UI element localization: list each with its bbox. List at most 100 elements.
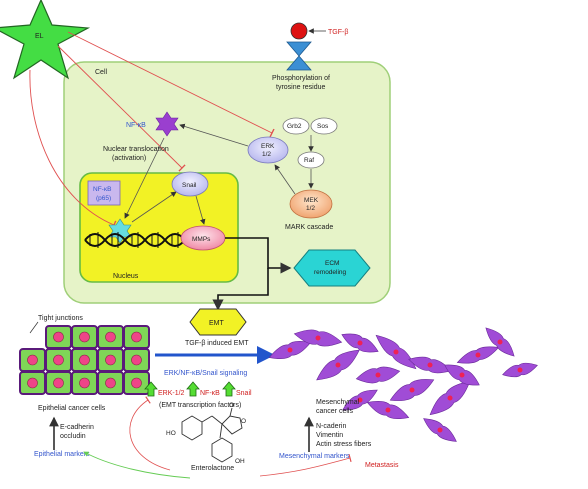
- erk-up-arrow: [144, 381, 158, 397]
- ecm-label-2: remodeling: [314, 269, 347, 276]
- sos-label: Sos: [317, 123, 329, 130]
- epithelial-nucleus: [105, 331, 116, 343]
- el-to-erk-inhibition: [67, 31, 275, 138]
- mesenchymal-nucleus: [409, 387, 415, 393]
- mesenchymal-nucleus: [447, 395, 453, 401]
- el-to-snail-inhibition: [57, 45, 186, 172]
- epithelial-cancer-cells-label: Epithelial cancer cells: [38, 405, 106, 412]
- el-promote-epithelial-curve: [83, 451, 191, 479]
- el-to-nfkb-inhibition: [29, 69, 117, 230]
- enterolactone-label: Enterolactone: [191, 465, 234, 472]
- tight-junctions-label: Tight junctions: [38, 315, 83, 322]
- el-star: [0, 0, 91, 80]
- occludin-label: occludin: [60, 433, 86, 440]
- actin-label: Actin stress fibers: [316, 441, 372, 448]
- epithelial-cells: [19, 325, 150, 395]
- mesenchymal-nucleus: [357, 397, 363, 403]
- mesenchymal-nucleus: [335, 362, 341, 368]
- erk-label: ERK: [261, 143, 275, 150]
- tgfb-label: TGF-β: [328, 29, 348, 36]
- mesenchymal-label: Mesenchymal: [316, 399, 360, 406]
- snail-node: [171, 171, 209, 197]
- nucleus-label: Nucleus: [113, 273, 139, 280]
- phosphorylation-label-2: tyrosine residue: [276, 84, 326, 91]
- epithelial-nucleus: [105, 377, 116, 389]
- nuclear-translocation-label: Nuclear translocation: [103, 146, 169, 153]
- snail2-label: Snail: [236, 390, 252, 397]
- epithelial-nucleus: [27, 377, 38, 389]
- mesenchymal-cells: [268, 327, 538, 442]
- epithelial-nucleus: [105, 354, 116, 366]
- tight-junctions-pointer: [29, 321, 39, 334]
- mesenchymal-label-2: cancer cells: [316, 408, 353, 415]
- emt-hexagon: [189, 308, 247, 336]
- mesenchymal-nucleus: [393, 349, 399, 355]
- enterolactone-ring-o-label: O: [241, 418, 246, 425]
- grb2-label: Grb2: [287, 123, 302, 130]
- erk-to-nfkb-arrow: [179, 123, 249, 147]
- mesenchymal-nucleus: [497, 339, 503, 345]
- epithelial-nucleus: [79, 331, 90, 343]
- mark-cascade-label: MARK cascade: [285, 224, 333, 231]
- phosphorylation-label: Phosphorylation of: [272, 75, 330, 82]
- epithelial-nucleus: [53, 354, 64, 366]
- el-inhibit-erk-curve: [129, 396, 171, 471]
- nfkb-p65-label-2: (p65): [96, 195, 111, 202]
- epithelial-nucleus: [79, 377, 90, 389]
- ecadherin-label: E-cadherin: [60, 424, 94, 431]
- cell-label: Cell: [95, 69, 108, 76]
- ecm-label: ECM: [325, 260, 339, 267]
- ncadherin-label: N-caderin: [316, 423, 346, 430]
- tgfb-ligand: [290, 22, 308, 40]
- mek-label: MEK: [304, 197, 319, 204]
- tgfb-induced-emt-label: TGF-β induced EMT: [185, 340, 249, 347]
- raf-label: Raf: [304, 157, 314, 164]
- enterolactone-carbonyl-label: O: [229, 402, 234, 409]
- epithelial-nucleus: [131, 377, 142, 389]
- erk-node: [247, 136, 289, 164]
- mesenchymal-nucleus: [287, 347, 293, 353]
- grb2-node: [282, 117, 310, 135]
- epithelial-nucleus: [27, 354, 38, 366]
- snail-to-mmps-arrow: [195, 195, 206, 225]
- nfkb-to-snail-arrow: [131, 191, 177, 223]
- mesenchymal-nucleus: [517, 367, 523, 373]
- mesenchymal-nucleus: [375, 372, 381, 378]
- mesenchymal-nucleus: [427, 362, 433, 368]
- emt-label: EMT: [209, 320, 225, 327]
- el-inhibit-mesenchymal-curve: [259, 453, 352, 477]
- mesenchymal-markers-label: Mesenchymal markers: [279, 453, 350, 460]
- mesenchymal-nucleus: [315, 335, 321, 341]
- mmps-to-ecm-arrow: [225, 237, 292, 274]
- dna-helix: [84, 232, 186, 248]
- snail-up-arrow: [222, 381, 236, 397]
- mesenchymal-nucleus: [385, 407, 391, 413]
- mmps-label: MMPs: [192, 236, 211, 243]
- mek-label-2: 1/2: [306, 205, 315, 212]
- signaling-label: ERK/NF-κB/Snail signaling: [164, 370, 247, 377]
- raf-node: [297, 151, 325, 169]
- nfkb-cyto-star: [155, 111, 179, 137]
- metastasis-label: Metastasis: [365, 462, 399, 469]
- mesenchymal-nucleus: [475, 352, 481, 358]
- epithelial-nucleus: [53, 331, 64, 343]
- nfkb2-label: NF-κB: [200, 390, 220, 397]
- erk-label-2: 1/2: [262, 151, 271, 158]
- upregulation-arrows: [144, 381, 236, 397]
- mek-node: [289, 189, 333, 219]
- erk12-label: ERK-1/2: [158, 390, 185, 397]
- nfkb-up-arrow: [186, 381, 200, 397]
- nuclear-translocation-label-2: (activation): [112, 155, 146, 162]
- ecm-to-emt-arrow: [212, 268, 269, 311]
- enterolactone-ho-label: HO: [166, 430, 176, 437]
- mesenchymal-nucleus: [357, 340, 363, 346]
- translocation-arrow: [124, 137, 165, 219]
- mek-to-erk-arrow: [274, 164, 296, 195]
- epithelial-nucleus: [131, 354, 142, 366]
- epithelial-nucleus: [53, 377, 64, 389]
- epithelial-nucleus: [79, 354, 90, 366]
- nfkb-p65-box: [87, 180, 121, 206]
- epithelial-nucleus: [131, 331, 142, 343]
- sos-node: [310, 117, 338, 135]
